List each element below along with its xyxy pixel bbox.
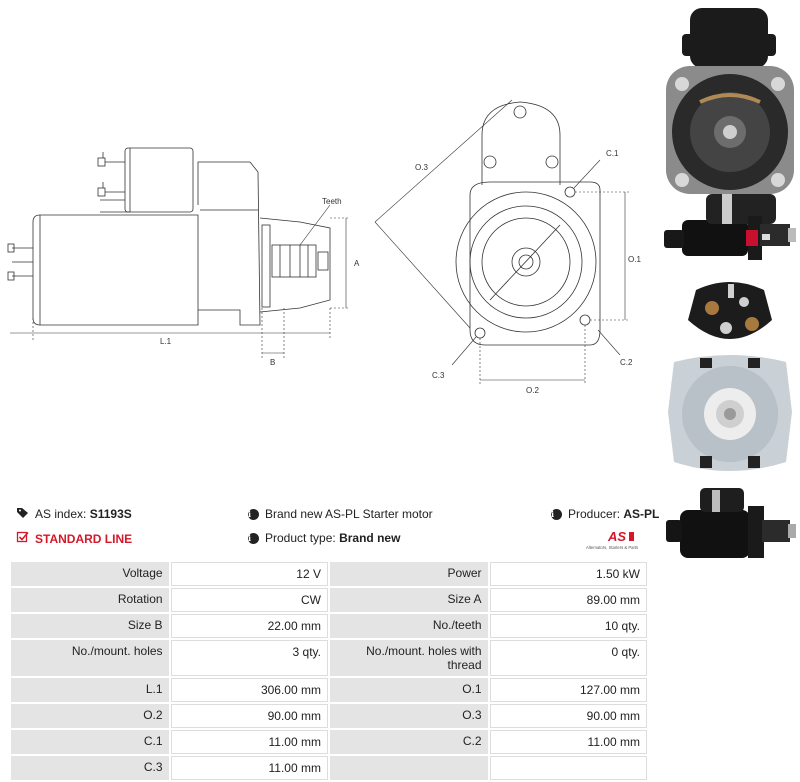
producer-value: AS-PL bbox=[623, 507, 660, 521]
spec-label: No./mount. holes bbox=[11, 640, 169, 676]
spec-value: 12 V bbox=[170, 562, 328, 586]
spec-value: CW bbox=[170, 588, 328, 612]
spec-value: 11.00 mm bbox=[170, 756, 328, 780]
spec-value: 11.00 mm bbox=[489, 730, 647, 754]
label-a: A bbox=[354, 259, 360, 268]
photo-drive-end[interactable] bbox=[664, 352, 796, 480]
spec-value: 11.00 mm bbox=[170, 730, 328, 754]
spec-label: No./mount. holes with thread bbox=[329, 640, 488, 676]
photo-front-flange[interactable] bbox=[664, 6, 796, 196]
spec-label: C.3 bbox=[11, 756, 169, 780]
spec-label: O.1 bbox=[329, 678, 488, 702]
label-b: B bbox=[270, 358, 275, 367]
label-o3: O.3 bbox=[415, 163, 428, 172]
technical-drawings: Teeth A L.1 B bbox=[7, 99, 641, 395]
spec-value: 22.00 mm bbox=[170, 614, 328, 638]
as-index-label: AS index: bbox=[35, 507, 87, 521]
spec-value: 1.50 kW bbox=[489, 562, 647, 586]
spec-value: 127.00 mm bbox=[489, 678, 647, 702]
product-photos bbox=[660, 0, 800, 600]
logo-subtext: Alternators, Starters & Parts bbox=[586, 545, 638, 550]
label-c2: C.2 bbox=[620, 358, 633, 367]
producer: i Producer: AS-PL bbox=[551, 507, 659, 521]
label-c3: C.3 bbox=[432, 371, 445, 380]
spec-label: No./teeth bbox=[329, 614, 488, 638]
spec-label bbox=[329, 756, 488, 780]
spec-label: Size A bbox=[329, 588, 488, 612]
checkbox-check-icon bbox=[16, 531, 29, 546]
as-index-value: S1193S bbox=[89, 507, 132, 521]
side-view-drawing: Teeth A L.1 B bbox=[7, 147, 360, 367]
photo-side-view-2[interactable] bbox=[664, 484, 798, 568]
spec-label: C.1 bbox=[11, 730, 169, 754]
label-o1: O.1 bbox=[628, 255, 641, 264]
info-icon: i bbox=[248, 508, 259, 520]
spec-label: Size B bbox=[11, 614, 169, 638]
spec-label: C.2 bbox=[329, 730, 488, 754]
tag-icon bbox=[17, 507, 29, 521]
as-pl-logo: AS Alternators, Starters & Parts bbox=[586, 529, 652, 551]
spec-value bbox=[489, 756, 647, 780]
spec-label: L.1 bbox=[11, 678, 169, 702]
line-label: STANDARD LINE bbox=[35, 531, 133, 546]
line-badge: STANDARD LINE bbox=[16, 531, 133, 546]
label-l1: L.1 bbox=[160, 337, 172, 346]
logo-text: AS bbox=[607, 529, 626, 544]
info-icon: i bbox=[248, 532, 259, 544]
photo-side-view[interactable] bbox=[662, 190, 798, 270]
spec-value: 0 qty. bbox=[489, 640, 647, 676]
description-text: Brand new AS-PL Starter motor bbox=[265, 507, 433, 521]
spec-value: 90.00 mm bbox=[489, 704, 647, 728]
product-info: AS index: S1193S STANDARD LINE i Brand n… bbox=[0, 500, 660, 556]
spec-value: 306.00 mm bbox=[170, 678, 328, 702]
photo-rear-terminals[interactable] bbox=[682, 280, 778, 352]
spec-value: 89.00 mm bbox=[489, 588, 647, 612]
description: i Brand new AS-PL Starter motor bbox=[248, 507, 433, 521]
spec-label: Voltage bbox=[11, 562, 169, 586]
spec-value: 10 qty. bbox=[489, 614, 647, 638]
spec-label: Power bbox=[329, 562, 488, 586]
front-view-drawing: O.3 C.1 O.1 C.3 C.2 O.2 bbox=[374, 99, 641, 395]
label-teeth: Teeth bbox=[322, 197, 342, 206]
product-type: i Product type: Brand new bbox=[248, 531, 400, 545]
spec-label: Rotation bbox=[11, 588, 169, 612]
info-icon: i bbox=[551, 508, 562, 520]
spec-value: 90.00 mm bbox=[170, 704, 328, 728]
as-index: AS index: S1193S bbox=[17, 507, 132, 521]
spec-label: O.2 bbox=[11, 704, 169, 728]
label-c1: C.1 bbox=[606, 149, 619, 158]
producer-label: Producer: bbox=[568, 507, 621, 521]
spec-label: O.3 bbox=[329, 704, 488, 728]
label-o2: O.2 bbox=[526, 386, 539, 395]
product-type-value: Brand new bbox=[339, 531, 401, 545]
product-type-label: Product type: bbox=[265, 531, 336, 545]
spec-value: 3 qty. bbox=[170, 640, 328, 676]
